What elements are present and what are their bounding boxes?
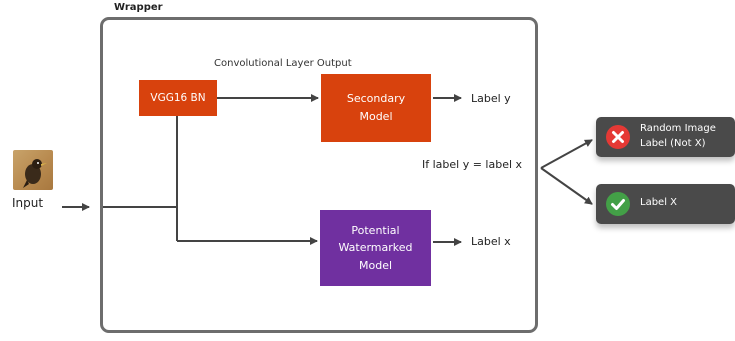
input-label: Input [12, 196, 44, 210]
secondary-model-block: Secondary Model [321, 74, 431, 142]
arrow-to-accept [540, 167, 593, 205]
secondary-model-label-line2: Model [359, 110, 393, 123]
reject-result-line2: Label (Not X) [640, 137, 706, 149]
reject-result-card: Random Image Label (Not X) [596, 117, 735, 157]
watermarked-model-label-line3: Model [358, 258, 393, 272]
watermarked-model-block: Potential Watermarked Model [320, 210, 431, 286]
arrow-to-reject [540, 139, 593, 169]
condition-label: If label y = label x [422, 158, 523, 171]
reject-result-line1: Random Image [640, 123, 716, 134]
accept-result-label: Label X [640, 197, 678, 208]
label-x: Label x [471, 235, 511, 248]
label-y: Label y [471, 92, 511, 105]
wrapper-title: Wrapper [114, 2, 163, 13]
watermarked-model-label-line1: Potential [351, 223, 400, 237]
watermarked-model-label-line2: Watermarked [338, 241, 413, 255]
vgg16-bn-label: VGG16 BN [150, 91, 206, 104]
close-icon [606, 125, 630, 149]
vgg16-bn-block: VGG16 BN [139, 80, 217, 116]
secondary-model-label-line1: Secondary [346, 92, 406, 106]
wrapper-box [100, 17, 538, 333]
input-image [13, 150, 53, 190]
accept-result-card: Label X [596, 184, 735, 224]
checkmark-icon [606, 192, 630, 216]
conv-output-label: Convolutional Layer Output [214, 58, 352, 69]
